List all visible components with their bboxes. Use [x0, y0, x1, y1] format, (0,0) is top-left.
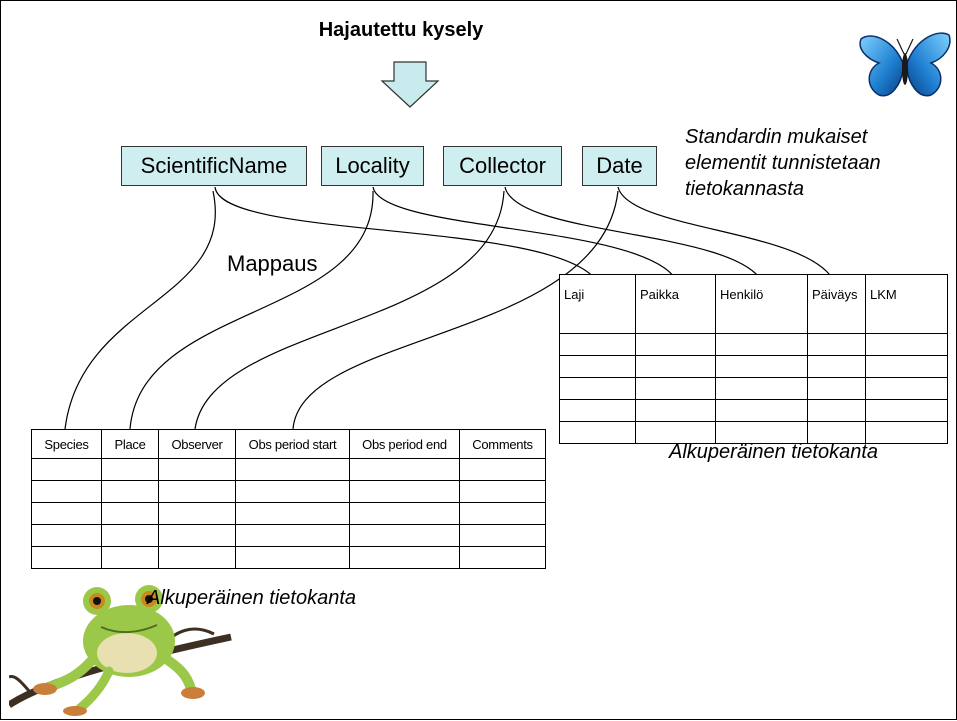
- table-header-row: Species Place Observer Obs period start …: [31, 429, 546, 459]
- table-row: [31, 546, 546, 569]
- element-collector: Collector: [443, 146, 562, 186]
- element-scientificname: ScientificName: [121, 146, 307, 186]
- down-arrow-icon: [380, 61, 440, 108]
- mapping-line-collector-observer: [194, 190, 505, 430]
- standard-note-line: Standardin mukaiset: [685, 126, 868, 148]
- table-header-cell: Obs period end: [349, 429, 460, 459]
- element-locality: Locality: [321, 146, 424, 186]
- table-header-row: Laji Paikka Henkilö Päiväys LKM: [559, 274, 948, 334]
- standard-note-line: tietokannasta: [685, 178, 804, 200]
- table-header-cell: Comments: [459, 429, 546, 459]
- table-row: [559, 377, 948, 400]
- table-header-cell: Laji: [559, 274, 636, 334]
- table-header-cell: Päiväys: [807, 274, 866, 334]
- table-row: [559, 421, 948, 444]
- frog-on-branch-icon: [9, 585, 232, 716]
- mapping-line-locality-paikka: [372, 186, 679, 284]
- mapping-line-scientificname-laji: [214, 186, 599, 284]
- source-table-2-label: Alkuperäinen tietokanta: [147, 587, 357, 609]
- table-row: [559, 333, 948, 356]
- slide-title: Hajautettu kysely: [318, 19, 484, 41]
- table-row: [31, 480, 546, 503]
- mapping-line-locality-place: [129, 190, 374, 430]
- table-row: [31, 524, 546, 547]
- butterfly-icon: [859, 32, 951, 97]
- table-header-cell: Obs period start: [235, 429, 350, 459]
- table-row: [559, 355, 948, 378]
- source-table-2: Species Place Observer Obs period start …: [31, 429, 546, 569]
- table-header-cell: Observer: [158, 429, 236, 459]
- table-header-cell: LKM: [865, 274, 948, 334]
- standard-note-line: elementit tunnistetaan: [685, 152, 881, 174]
- table-header-cell: Paikka: [635, 274, 716, 334]
- mapping-line-collector-henkilo: [504, 186, 764, 284]
- standard-note: Standardin mukaiset elementit tunnisteta…: [685, 124, 881, 202]
- element-date: Date: [582, 146, 657, 186]
- mapping-line-date-obsstart: [292, 190, 619, 430]
- source-table-1-label: Alkuperäinen tietokanta: [669, 441, 879, 463]
- mapping-label: Mappaus: [227, 251, 318, 276]
- table-row: [31, 502, 546, 525]
- table-row: [31, 458, 546, 481]
- table-row: [559, 399, 948, 422]
- table-header-cell: Henkilö: [715, 274, 808, 334]
- mapping-line-scientificname-species: [64, 190, 216, 430]
- source-table-1: Laji Paikka Henkilö Päiväys LKM: [559, 274, 948, 444]
- mapping-line-date-paivays: [617, 186, 836, 284]
- table-header-cell: Place: [101, 429, 159, 459]
- table-header-cell: Species: [31, 429, 102, 459]
